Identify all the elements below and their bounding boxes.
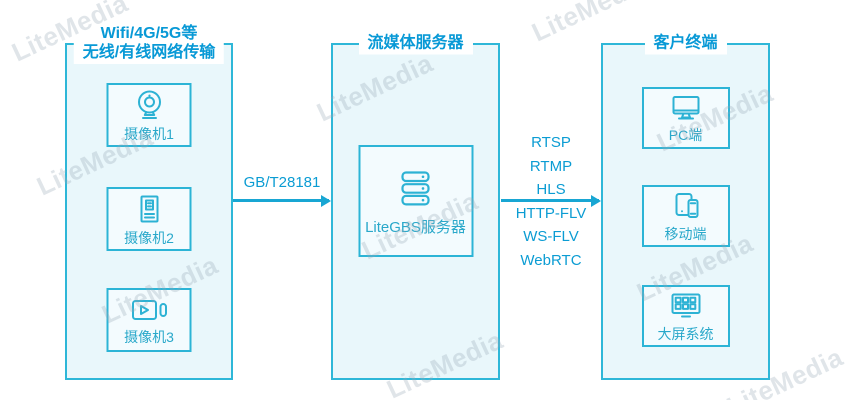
mobile-client-card: 移动端 [641,185,730,247]
videowall-client-card: 大屏系统 [641,285,730,347]
arrow-sources-to-server [233,199,329,202]
protocol-webrtc: WebRTC [520,251,582,269]
protocol-http-flv: HTTP-FLV [515,204,587,222]
litegbs-server-label: LiteGBS服务器 [365,218,466,236]
watermark: LiteMedia [527,0,653,48]
group-media-server: 流媒体服务器 LiteGBS服务器 [331,31,500,380]
camera-3-label: 摄像机3 [124,329,174,345]
group-network-title-line1: Wifi/4G/5G等 [100,25,198,42]
group-client-terminals-title: 客户终端 [644,31,727,55]
group-network-sources: Wifi/4G/5G等 无线/有线网络传输 摄像机1 摄像机2 [65,22,233,380]
video-camera-icon [131,300,167,320]
camera-1-label: 摄像机1 [124,126,174,142]
gbt28181-protocol-label: GB/T28181 [243,174,321,191]
group-media-server-title: 流媒体服务器 [358,31,473,55]
mobile-client-label: 移动端 [664,226,707,242]
pc-client-card: PC端 [641,87,730,149]
group-media-server-title-line1: 流媒体服务器 [367,34,464,52]
camera-2-card: 摄像机2 [106,187,192,251]
pc-icon [672,96,699,120]
arrow-server-to-clients [501,199,599,202]
group-network-title-line2: 无线/有线网络传输 [82,44,216,61]
group-network-title: Wifi/4G/5G等 无线/有线网络传输 [73,22,225,64]
group-client-terminals: 客户终端 PC端 移动端 [601,31,770,380]
protocol-rtsp: RTSP [531,134,571,151]
protocol-ws-flv: WS-FLV [523,228,579,245]
nvr-icon [140,195,158,223]
group-client-terminals-title-line1: 客户终端 [653,34,718,52]
videowall-client-label: 大屏系统 [657,326,714,342]
mobile-icon [675,193,698,218]
streaming-protocols-label: RTSP RTMP HLS HTTP-FLV WS-FLV WebRTC [501,131,601,272]
camera-2-label: 摄像机2 [124,230,174,246]
pc-client-label: PC端 [668,127,703,143]
webcam-icon [137,90,161,119]
camera-1-card: 摄像机1 [106,83,192,147]
videowall-icon [671,293,700,318]
server-icon [401,170,430,205]
protocol-hls: HLS [536,181,566,198]
litegbs-server-card: LiteGBS服务器 [358,145,473,257]
camera-3-card: 摄像机3 [106,288,192,352]
protocol-rtmp: RTMP [529,157,573,175]
